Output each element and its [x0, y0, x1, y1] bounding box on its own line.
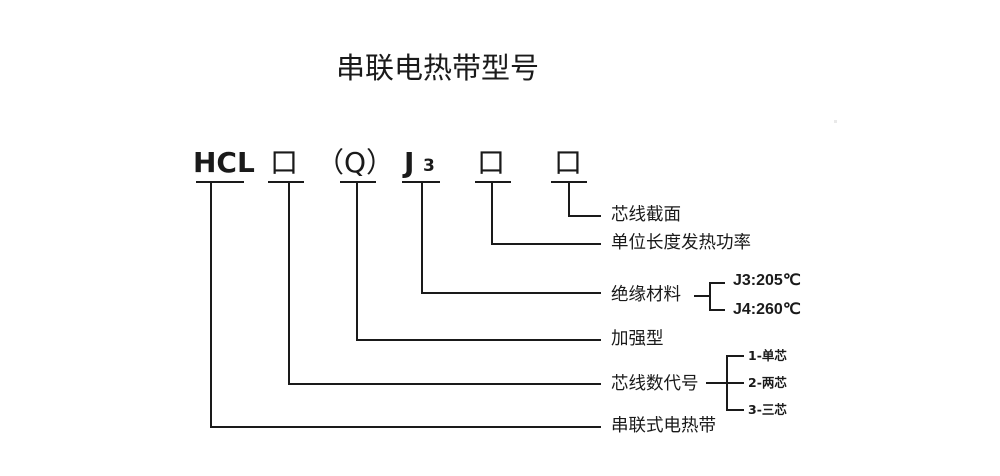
label-core-code: 芯线数代号 — [611, 374, 699, 394]
code-insulation-digit: 3 — [423, 156, 435, 176]
leader-core-count — [288, 182, 601, 385]
bracket-insulation — [709, 282, 725, 311]
code-reinforced-q: （Q） — [316, 146, 395, 179]
leader-reinforced — [356, 182, 601, 341]
label-series-type: 串联式电热带 — [611, 416, 716, 436]
option-core-2: 2-两芯 — [748, 375, 787, 390]
leader-insulation — [421, 182, 601, 294]
label-power-per-length: 单位长度发热功率 — [611, 233, 751, 253]
option-j3: J3:205℃ — [733, 272, 801, 289]
leader-power — [491, 182, 601, 245]
diagram-title: 串联电热带型号 — [336, 51, 540, 85]
code-core-count-box: 口 — [270, 146, 299, 179]
option-core-3: 3-三芯 — [748, 402, 787, 417]
option-j4: J4:260℃ — [733, 301, 801, 318]
stray-dot — [834, 120, 837, 123]
option-core-1: 1-单芯 — [748, 348, 787, 363]
leader-cross-section — [568, 182, 601, 217]
label-reinforced: 加强型 — [611, 329, 664, 349]
label-insulation: 绝缘材料 — [611, 285, 681, 305]
code-power-box: 口 — [477, 146, 506, 179]
code-prefix-hcl: HCL — [193, 146, 255, 179]
code-insulation-j: J — [404, 146, 415, 179]
leader-series — [210, 182, 601, 428]
label-cross-section: 芯线截面 — [611, 205, 681, 225]
code-cross-section-box: 口 — [554, 146, 583, 179]
